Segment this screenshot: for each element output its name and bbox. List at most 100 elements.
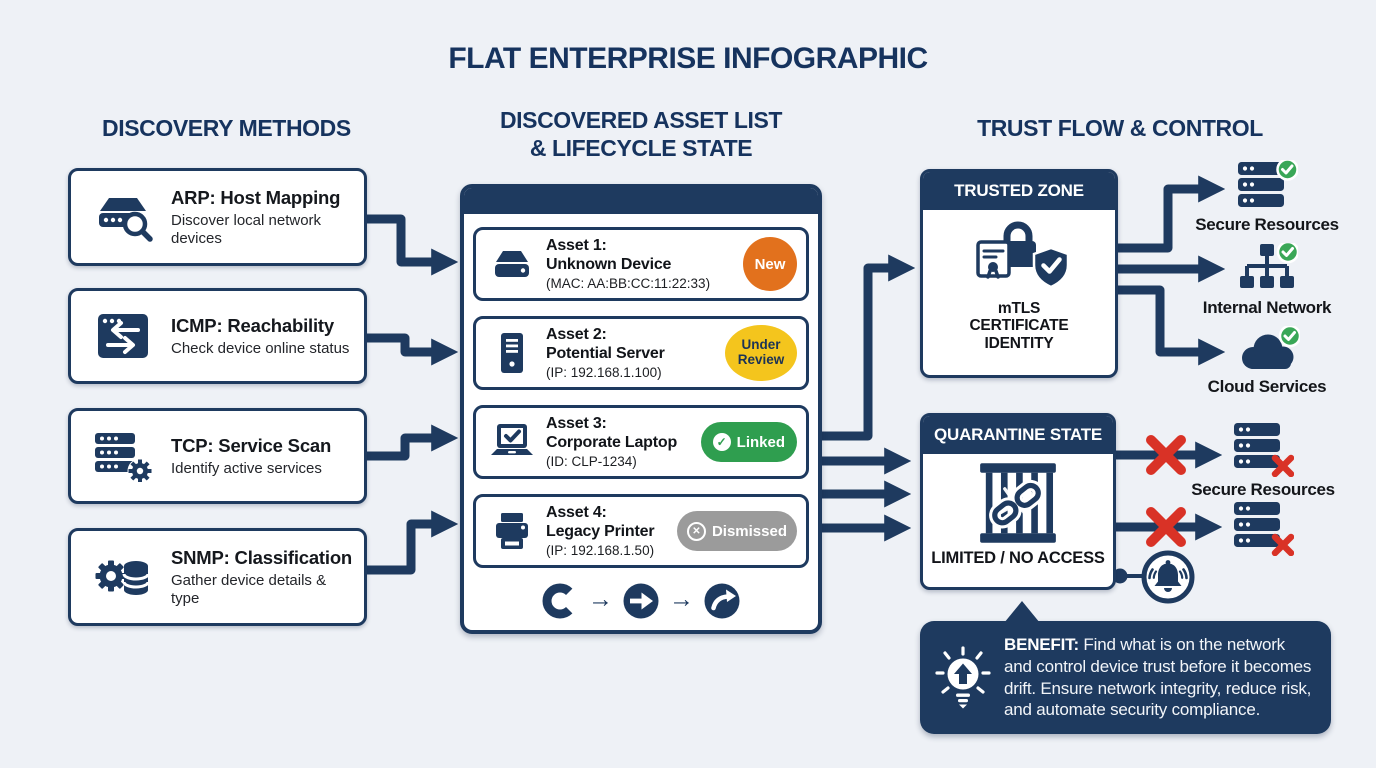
asset-name: Corporate Laptop [546,434,678,451]
target-label: Secure Resources [1195,215,1339,234]
asset-card-4: Asset 4: Legacy Printer (IP: 192.168.1.5… [473,494,809,568]
tower-server-icon [488,331,536,375]
trust-heading: TRUST FLOW & CONTROL [977,115,1263,141]
laptop-check-icon [488,422,536,462]
check-icon: ✓ [712,433,731,451]
quarantine-zone-box: QUARANTINE STATE [920,413,1116,590]
trusted-zone-header: TRUSTED ZONE [923,172,1115,210]
asset-card-2: Asset 2: Potential Server (IP: 192.168.1… [473,316,809,390]
server-stack-icon [1232,421,1294,477]
quarantine-caption: LIMITED / NO ACCESS [931,549,1105,567]
lightbulb-icon [935,645,991,710]
target-label: Secure Resources [1191,480,1335,499]
server-stack-icon [1236,160,1298,212]
status-badge-linked: ✓ Linked [700,422,797,462]
blocked-x-icon [1146,435,1186,475]
connector-node-dot [1112,568,1128,584]
target-internal-network: Internal Network [1192,243,1342,318]
method-desc: Discover local network devices [171,212,322,247]
asset-label: Asset 1: [546,237,607,255]
storage-device-icon [488,245,536,283]
status-badge-under-review: Under Review [725,325,797,381]
method-title: SNMP: Classification [171,547,353,569]
alert-bell-icon [1139,548,1197,606]
method-desc: Gather device details & type [171,572,327,607]
discovery-heading: DISCOVERY METHODS [102,115,351,141]
share-forward-icon [703,582,741,620]
benefit-label: BENEFIT: [1004,635,1079,655]
method-card-tcp: TCP: Service Scan Identify active servic… [68,408,367,504]
caption-line: CERTIFICATE [969,317,1069,335]
lifecycle-flow-row: → → [464,582,818,620]
benefit-text: BENEFIT: Find what is on the network and… [1004,634,1315,720]
connector-arp-to-asset1 [367,214,459,276]
connector-trusted-to-cloud-services [1118,285,1226,366]
method-title: ARP: Host Mapping [171,187,341,209]
method-card-arp: ARP: Host Mapping Discover local network… [68,168,367,266]
server-stack-icon [1232,500,1294,556]
connector-icmp-to-asset2 [367,333,459,366]
network-tree-icon [1236,243,1298,295]
target-secure-resources: Secure Resources [1192,160,1342,235]
asset-list-heading: DISCOVERED ASSET LIST & LIFECYCLE STATE [460,107,822,162]
method-desc: Check device online status [171,339,350,357]
asset-detail: (ID: CLP-1234) [546,453,637,469]
caption-line: mTLS [997,300,1041,317]
method-card-icmp: ICMP: Reachability Check device online s… [68,288,367,384]
asset-name: Unknown Device [546,256,672,273]
benefit-body: Find what is on the network and control … [1004,635,1312,720]
asset-name: Potential Server [546,345,665,362]
lock-certificate-shield-icon [923,215,1115,299]
target-label: Cloud Services [1207,377,1327,396]
asset-detail: (MAC: AA:BB:CC:11:22:33) [546,275,711,291]
status-badge-new: New [743,237,797,291]
asset-label: Asset 2: [546,326,607,344]
gear-database-icon [85,550,161,604]
target-label: Internal Network [1202,298,1332,317]
printer-icon [488,510,536,552]
status-badge-dismissed: ✕ Dismissed [676,511,797,551]
asset-card-3: Asset 3: Corporate Laptop (ID: CLP-1234)… [473,405,809,479]
refresh-icon [541,582,579,620]
page-title: FLAT ENTERPRISE INFOGRAPHIC [448,42,928,75]
asset-name: Legacy Printer [546,523,655,540]
asset-detail: (IP: 192.168.1.50) [546,542,655,558]
asset-list-heading-line1: DISCOVERED ASSET LIST [499,107,783,133]
asset-label: Asset 3: [546,415,607,433]
server-stack-gear-icon [85,430,161,482]
arrow-circle-icon [622,582,660,620]
flow-arrow: → [669,585,694,613]
asset-list-panel: Asset 1: Unknown Device (MAC: AA:BB:CC:1… [460,184,822,634]
jail-broken-chain-icon [923,459,1113,547]
caption-line: IDENTITY [984,334,1054,352]
connector-trusted-to-secure-resources [1118,175,1226,253]
method-desc: Identify active services [171,459,322,477]
x-icon: ✕ [686,521,706,541]
asset-detail: (IP: 192.168.1.100) [546,364,662,380]
server-search-icon [85,191,161,243]
window-transfer-arrows-icon [85,312,161,360]
asset-label: Asset 4: [546,504,607,522]
method-title: ICMP: Reachability [171,314,334,336]
method-title: TCP: Service Scan [171,434,332,456]
method-card-snmp: SNMP: Classification Gather device detai… [68,528,367,626]
target-blocked-server [1188,500,1338,559]
asset-card-1: Asset 1: Unknown Device (MAC: AA:BB:CC:1… [473,227,809,301]
target-cloud-services: Cloud Services [1192,326,1342,397]
benefit-callout: BENEFIT: Find what is on the network and… [920,601,1331,734]
connector-snmp-to-asset4 [367,510,459,575]
connector-tcp-to-asset3 [367,424,459,461]
badge-text: Dismissed [711,522,787,540]
target-blocked-secure-resources: Secure Resources [1188,421,1338,500]
asset-list-heading-line2: & LIFECYCLE STATE [529,134,753,161]
panel-header-bar [464,188,818,214]
cloud-icon [1234,326,1300,374]
trusted-zone-caption: mTLS CERTIFICATE IDENTITY [923,300,1115,352]
badge-text: Linked [736,433,785,451]
blocked-x-icon [1146,507,1186,547]
flow-arrow: → [588,585,613,613]
connector-linked-to-trusted-zone [822,254,916,441]
trusted-zone-box: TRUSTED ZONE mTLS CERTIFICATE IDENTITY [920,169,1118,378]
